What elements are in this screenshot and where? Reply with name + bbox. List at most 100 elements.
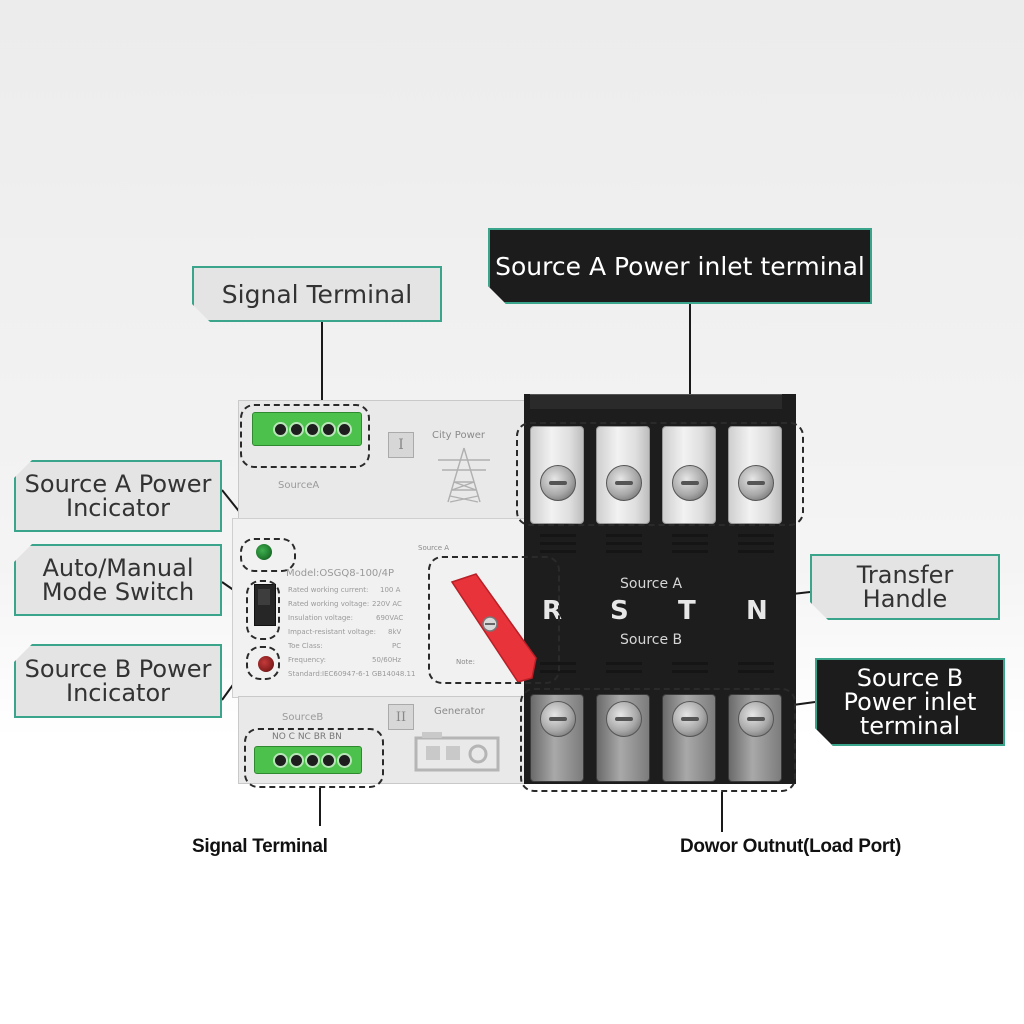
vent-slot [672,542,708,545]
roman-one-text: I [398,437,404,453]
vent-slot [672,662,708,665]
spec-value: 100 A [380,586,401,594]
source-b-terminal-cover[interactable] [728,694,782,782]
ats-device: I City Power SourceA Source A Model:OSGQ… [232,394,798,784]
terminal-pin [337,422,352,437]
vent-slot [672,670,708,673]
terminal-pin [321,422,336,437]
highlight-source-b-outlet [520,688,796,792]
phase-letter: S [610,596,629,626]
spec-label: Frequency: [288,656,327,664]
highlight-transfer-handle [428,556,560,684]
vent-slot [606,662,642,665]
screw-icon [540,465,576,501]
callout-text: Transfer Handle [856,561,954,613]
source-b-terminal-cover[interactable] [596,694,650,782]
callout-mode-switch: Auto/Manual Mode Switch [14,544,222,616]
city-power-label: City Power [432,430,486,441]
roman-one-badge: I [388,432,414,458]
vent-slot [540,534,576,537]
callout-source-b-indicator: Source B Power Incicator [14,644,222,718]
signal-terminal-top[interactable] [252,412,362,446]
spec-value: 50/60Hz [372,656,402,664]
callout-text: Source B Power Incicator [24,655,212,707]
power-output-label: Dowor Outnut(Load Port) [680,836,902,857]
source-a-terminal-cover[interactable] [662,426,716,524]
terminal-pin [337,753,352,768]
signal-terminal-bottom[interactable] [254,746,362,774]
vent-slot [738,662,774,665]
screw-icon [606,701,642,737]
screw-icon [738,465,774,501]
spec-value: PC [392,642,402,650]
highlight-signal-terminal-top [240,404,370,468]
highlight-signal-terminal-bottom [244,728,384,788]
highlight-source-a-indicator [240,538,296,572]
screw-icon [606,465,642,501]
vent-slot [738,542,774,545]
source-b-module-label: SourceB [282,712,324,723]
signal-pins-label: NO C NC BR BN [272,732,342,742]
terminal-pin [289,753,304,768]
vent-slot [606,542,642,545]
spec-label: Rated working current: [288,586,369,594]
callout-source-b-inlet: Source B Power inlet terminal [815,658,1005,746]
screw-icon [738,701,774,737]
screw-icon [672,465,708,501]
roman-two-badge: II [388,704,414,730]
phase-letter: R [542,596,563,626]
generator-icon [414,732,500,772]
callout-text: Source B Power inlet terminal [843,664,977,740]
phase-letter: T [678,596,696,626]
callout-signal-terminal-top: Signal Terminal [192,266,442,322]
terminal-pin [305,422,320,437]
screw-icon [672,701,708,737]
callout-text: Auto/Manual Mode Switch [41,554,195,606]
spec-label: Insulation voltage: [288,614,353,622]
phase-letter: N [746,596,768,626]
floor-background [0,822,1024,1024]
source-b-terminal-cover[interactable] [662,694,716,782]
vent-slot [738,670,774,673]
source-a-terminal-cover[interactable] [530,426,584,524]
terminal-block-top-lip [530,394,782,409]
source-a-terminal-cover[interactable] [596,426,650,524]
transfer-handle[interactable] [444,570,544,700]
callout-text: Signal Terminal [221,279,413,309]
source-a-indicator-led [256,544,272,560]
vent-slot [738,534,774,537]
spec-label: Standard: [288,670,323,678]
source-b-terminal-cover[interactable] [530,694,584,782]
panel-source-a-label: Source A [418,544,450,552]
vent-slot [738,550,774,553]
signal-terminal-bottom-label: Signal Terminal [192,836,328,857]
vent-slot [672,550,708,553]
spec-label: Impact-resistant voltage: [288,628,376,636]
source-a-terminal-cover[interactable] [728,426,782,524]
spec-value: 220V AC [372,600,402,608]
vent-slot [672,534,708,537]
model-label: Model:OSGQ8-100/4P [286,568,395,579]
terminal-pin [321,753,336,768]
power-tower-icon [438,447,490,503]
spec-label: Toe Class: [288,642,323,650]
handle-source-b-label: Source B [620,632,683,648]
spec-value: IEC60947-6-1 GB14048.11 [322,670,416,678]
spec-label: Rated working voltage: [288,600,370,608]
handle-source-a-label: Source A [620,576,683,592]
callout-transfer-handle: Transfer Handle [810,554,1000,620]
highlight-mode-switch [246,580,280,640]
vent-slot [606,670,642,673]
highlight-source-a-inlet [516,422,804,526]
roman-two-text: II [395,709,407,725]
terminal-pin [289,422,304,437]
terminal-pin [305,753,320,768]
spec-value: 690VAC [376,614,404,622]
vent-slot [540,550,576,553]
generator-label: Generator [434,706,485,717]
source-a-module-label: SourceA [278,480,320,491]
vent-slot [606,534,642,537]
terminal-pin [273,422,288,437]
screw-icon [540,701,576,737]
terminal-pin [273,753,288,768]
